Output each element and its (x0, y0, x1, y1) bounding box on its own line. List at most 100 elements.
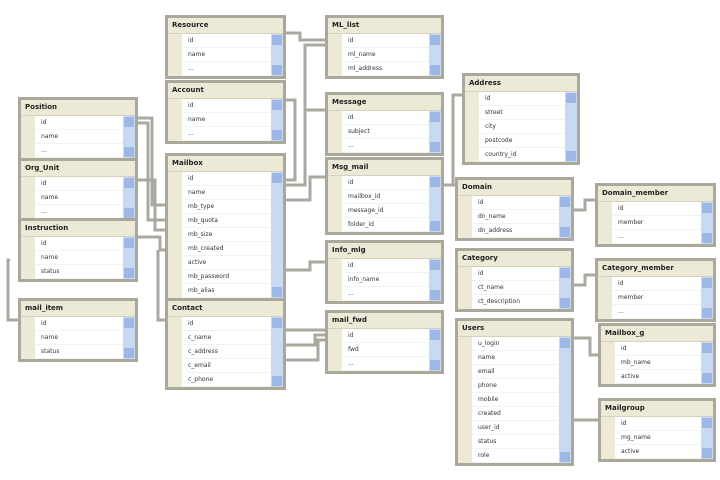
column-row[interactable]: id (342, 34, 429, 48)
column-row[interactable]: ... (182, 127, 271, 141)
column-row[interactable]: ... (35, 205, 123, 219)
scroll-down-icon[interactable] (272, 376, 282, 386)
scroll-down-icon[interactable] (702, 373, 712, 383)
column-row[interactable]: id (35, 237, 123, 251)
scrollbar[interactable] (559, 337, 571, 463)
scroll-down-icon[interactable] (430, 221, 440, 231)
column-row[interactable]: mobile (472, 393, 559, 407)
scroll-up-icon[interactable] (124, 318, 134, 328)
scroll-up-icon[interactable] (430, 260, 440, 270)
scroll-up-icon[interactable] (566, 93, 576, 103)
column-row[interactable]: mb_alias (182, 284, 271, 298)
column-row[interactable]: id (342, 176, 429, 190)
table-title[interactable]: Mailgroup (601, 401, 713, 417)
column-row[interactable]: id (479, 92, 565, 106)
scroll-down-icon[interactable] (430, 360, 440, 370)
column-row[interactable]: active (182, 256, 271, 270)
table-title[interactable]: mail_item (21, 301, 135, 317)
column-row[interactable]: fwd (342, 343, 429, 357)
table-title[interactable]: Users (458, 321, 571, 337)
scroll-up-icon[interactable] (560, 338, 570, 348)
scroll-down-icon[interactable] (566, 151, 576, 161)
column-row[interactable]: subject (342, 125, 429, 139)
column-row[interactable]: mb_type (182, 200, 271, 214)
table-title[interactable]: mail_fwd (328, 313, 441, 329)
scrollbar[interactable] (429, 176, 441, 232)
scroll-up-icon[interactable] (272, 173, 282, 183)
scrollbar[interactable] (271, 34, 283, 76)
table-title[interactable]: Contact (168, 301, 283, 317)
scroll-down-icon[interactable] (124, 208, 134, 218)
column-row[interactable]: id (615, 342, 701, 356)
scrollbar[interactable] (123, 237, 135, 279)
column-row[interactable]: status (35, 345, 123, 359)
column-row[interactable]: ct_name (472, 281, 559, 295)
column-row[interactable]: id (472, 196, 559, 210)
scroll-up-icon[interactable] (272, 100, 282, 110)
scroll-down-icon[interactable] (124, 348, 134, 358)
column-row[interactable]: id (182, 99, 271, 113)
scrollbar[interactable] (701, 342, 713, 384)
column-row[interactable]: name (472, 351, 559, 365)
column-row[interactable]: id (612, 277, 701, 291)
table-title[interactable]: Org_Unit (21, 161, 135, 177)
column-row[interactable]: ... (612, 305, 701, 319)
column-row[interactable]: user_id (472, 421, 559, 435)
scroll-up-icon[interactable] (430, 177, 440, 187)
column-row[interactable]: postcode (479, 134, 565, 148)
column-row[interactable]: id (35, 116, 123, 130)
scrollbar[interactable] (559, 196, 571, 238)
column-row[interactable]: active (615, 445, 701, 459)
table-title[interactable]: Category (458, 251, 571, 267)
scroll-up-icon[interactable] (560, 197, 570, 207)
column-row[interactable]: city (479, 120, 565, 134)
column-row[interactable]: name (35, 191, 123, 205)
column-row[interactable]: name (182, 186, 271, 200)
table-title[interactable]: Message (328, 95, 441, 111)
scroll-up-icon[interactable] (430, 112, 440, 122)
table-title[interactable]: Position (21, 100, 135, 116)
column-row[interactable]: id (35, 317, 123, 331)
column-row[interactable]: country_id (479, 148, 565, 162)
scrollbar[interactable] (429, 34, 441, 76)
scrollbar[interactable] (701, 202, 713, 244)
scrollbar[interactable] (123, 116, 135, 158)
column-row[interactable]: status (35, 265, 123, 279)
column-row[interactable]: dn_name (472, 210, 559, 224)
column-row[interactable]: mg_name (615, 431, 701, 445)
column-row[interactable]: email (472, 365, 559, 379)
column-row[interactable]: ... (612, 230, 701, 244)
scrollbar[interactable] (271, 99, 283, 141)
table-title[interactable]: Mailbox_g (601, 326, 713, 342)
column-row[interactable]: c_name (182, 331, 271, 345)
scrollbar[interactable] (701, 277, 713, 319)
scrollbar[interactable] (701, 417, 713, 459)
scroll-up-icon[interactable] (702, 278, 712, 288)
column-row[interactable]: name (35, 130, 123, 144)
column-row[interactable]: c_phone (182, 373, 271, 387)
column-row[interactable]: phone (472, 379, 559, 393)
scroll-down-icon[interactable] (560, 227, 570, 237)
column-row[interactable]: info_name (342, 273, 429, 287)
scrollbar[interactable] (559, 267, 571, 309)
table-title[interactable]: Domain_member (598, 186, 713, 202)
column-row[interactable]: id (615, 417, 701, 431)
table-title[interactable]: Msg_mail (328, 160, 441, 176)
scrollbar[interactable] (429, 259, 441, 301)
scrollbar[interactable] (271, 317, 283, 387)
scroll-up-icon[interactable] (702, 203, 712, 213)
